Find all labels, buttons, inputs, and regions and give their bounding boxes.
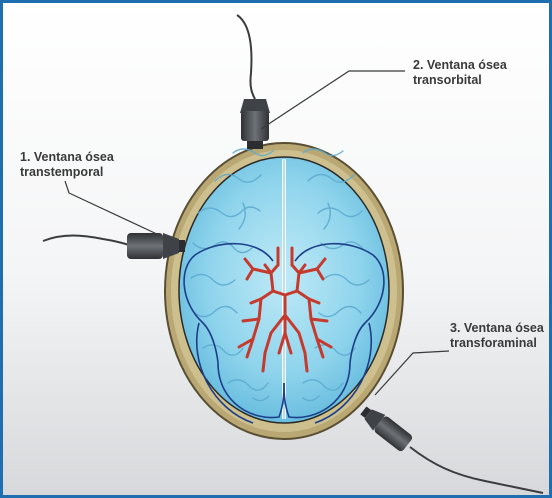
label-transorbital-line1: 2. Ventana ósea	[413, 58, 507, 72]
label-transtemporal-window: 1. Ventana ósea transtemporal	[20, 150, 114, 180]
label-transtemporal-line2: transtemporal	[20, 165, 103, 179]
label-transtemporal-line1: 1. Ventana ósea	[20, 150, 114, 164]
probe-transtemporal	[43, 233, 185, 259]
label-transforaminal-line2: transforaminal	[450, 336, 537, 350]
label-transforaminal-window: 3. Ventana ósea transforaminal	[450, 321, 544, 351]
label-transorbital-window: 2. Ventana ósea transorbital	[413, 58, 507, 88]
probe-transorbital	[237, 15, 270, 149]
probe-transforaminal	[357, 403, 543, 493]
label-transforaminal-line1: 3. Ventana ósea	[450, 321, 544, 335]
label-transorbital-line2: transorbital	[413, 73, 482, 87]
